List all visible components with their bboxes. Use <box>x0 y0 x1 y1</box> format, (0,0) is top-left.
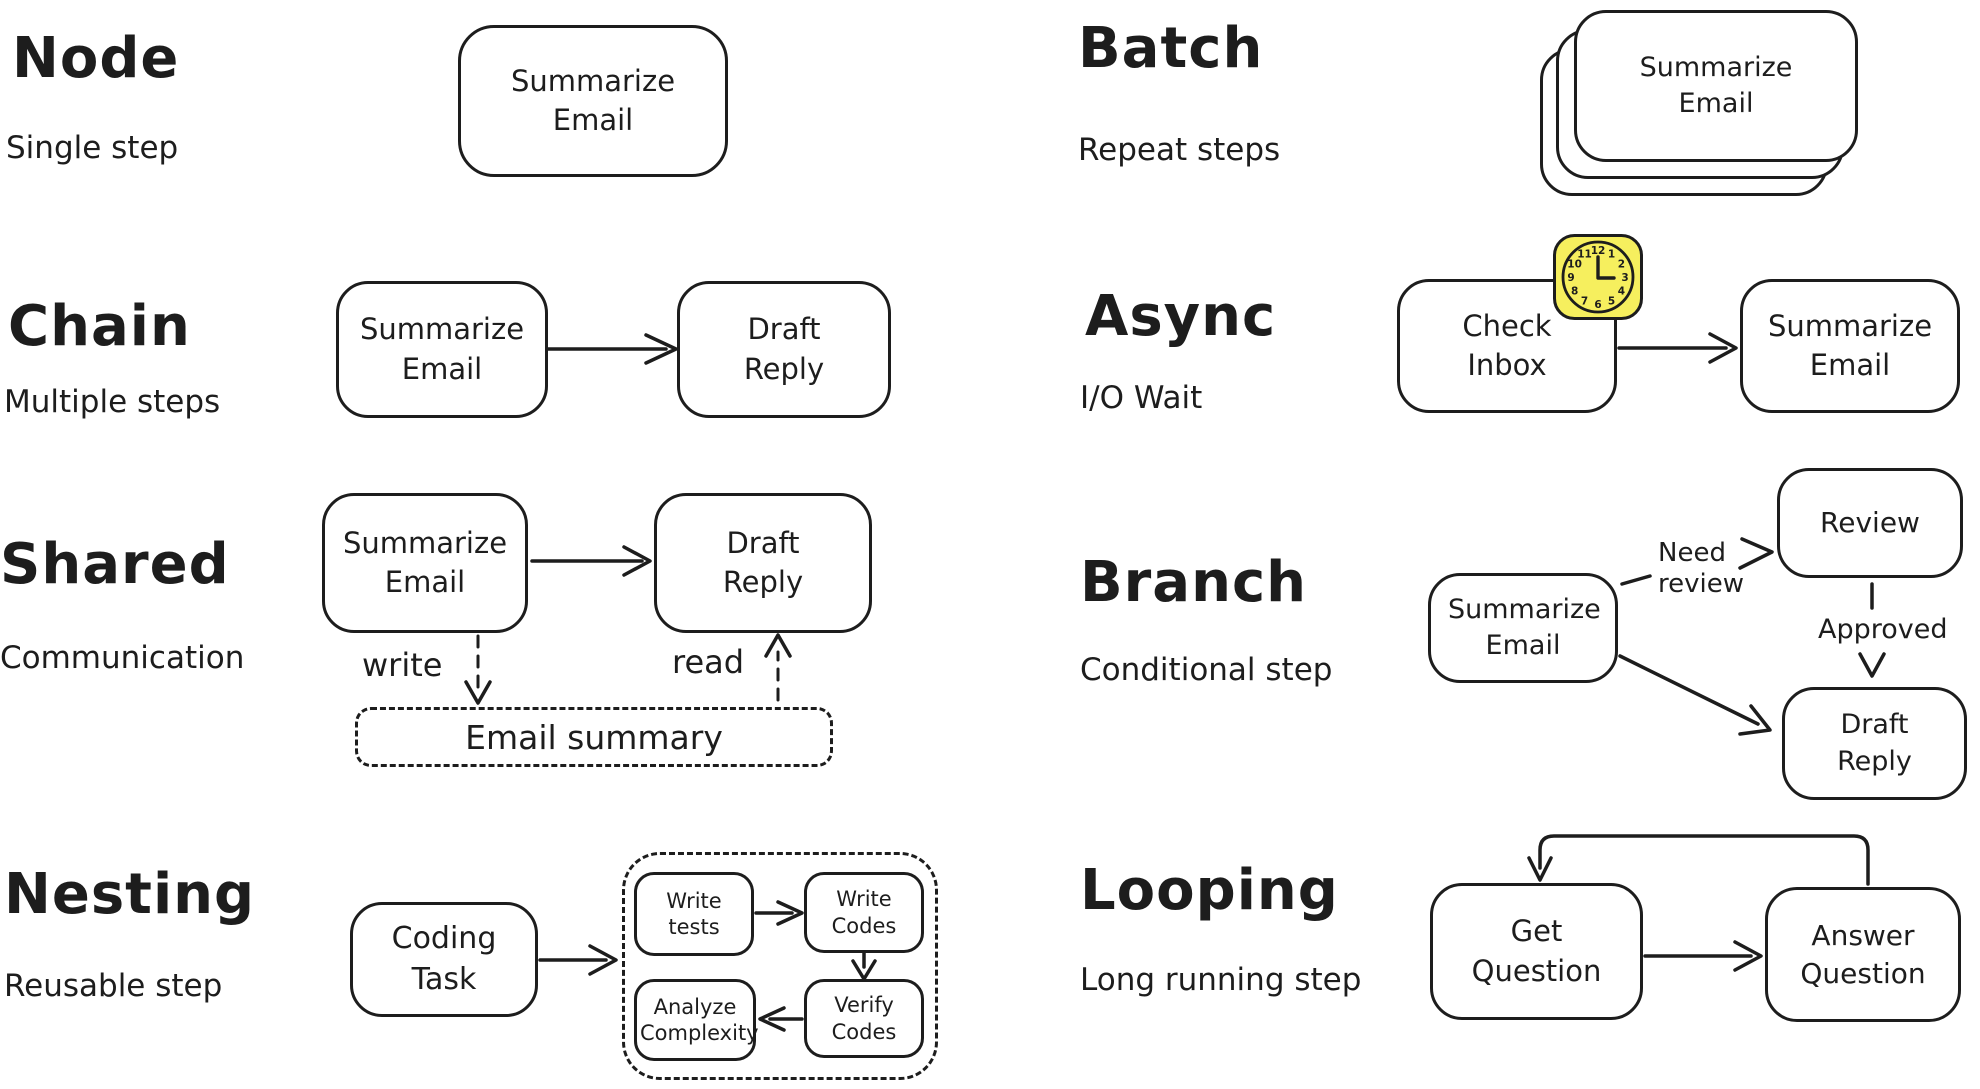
section-title-node: Node <box>12 26 180 91</box>
nesting-box-coding-task: Coding Task <box>350 902 538 1017</box>
branch-draft-label: Draft Reply <box>1837 709 1912 777</box>
branch-need-review-label: Need review <box>1658 538 1744 599</box>
section-title-chain: Chain <box>8 294 191 359</box>
nesting-arrow <box>538 944 618 976</box>
svg-text:8: 8 <box>1571 286 1578 298</box>
section-subtitle-batch: Repeat steps <box>1078 132 1281 168</box>
section-title-looping: Looping <box>1080 858 1339 923</box>
chain-box-draft-reply: Draft Reply <box>677 281 891 418</box>
branch-box1-label: Summarize Email <box>1448 593 1601 661</box>
nesting-box-label: Coding Task <box>391 921 497 997</box>
node-box-summarize-email: Summarize Email <box>458 25 728 177</box>
svg-text:1: 1 <box>1608 249 1615 261</box>
nesting-child3-label: Analyze Complexity <box>640 994 759 1045</box>
section-subtitle-branch: Conditional step <box>1080 652 1333 688</box>
batch-box-label: Summarize Email <box>1639 51 1793 119</box>
chain-box2-label: Draft Reply <box>743 312 825 386</box>
section-title-branch: Branch <box>1080 550 1308 615</box>
nesting-box-write-tests: Write tests <box>634 872 754 956</box>
section-title-shared: Shared <box>0 532 230 597</box>
section-subtitle-shared: Communication <box>0 640 245 676</box>
shared-read-label: read <box>672 643 745 681</box>
svg-text:10: 10 <box>1567 259 1582 271</box>
nesting-box-write-codes: Write Codes <box>804 872 924 953</box>
chain-arrow <box>546 333 678 365</box>
node-box-label: Summarize Email <box>510 63 676 137</box>
shared-store-email-summary: Email summary <box>355 707 833 767</box>
shared-write-arrow <box>464 634 492 705</box>
shared-read-arrow <box>764 633 792 702</box>
shared-box-summarize-email: Summarize Email <box>322 493 528 633</box>
looping-box-get-question: Get Question <box>1430 883 1643 1020</box>
svg-text:2: 2 <box>1618 259 1625 271</box>
svg-text:5: 5 <box>1608 295 1615 307</box>
svg-text:4: 4 <box>1618 286 1625 298</box>
looping-loopback-arrow <box>1527 834 1870 886</box>
branch-box-summarize-email: Summarize Email <box>1428 573 1618 683</box>
section-subtitle-node: Single step <box>6 130 179 166</box>
shared-box2-label: Draft Reply <box>722 525 804 599</box>
looping-box-answer-question: Answer Question <box>1765 887 1961 1022</box>
async-box-summarize-email: Summarize Email <box>1740 279 1960 413</box>
clock-hands <box>1596 255 1616 280</box>
nesting-box-analyze-complexity: Analyze Complexity <box>634 979 759 1061</box>
nesting-box-verify-codes: Verify Codes <box>804 979 924 1058</box>
svg-text:6: 6 <box>1594 299 1601 311</box>
section-subtitle-chain: Multiple steps <box>4 384 221 420</box>
svg-text:9: 9 <box>1567 272 1574 284</box>
clock-icon: 12 1 2 3 4 5 6 7 8 9 10 11 <box>1553 234 1643 320</box>
branch-review-label: Review <box>1820 506 1920 540</box>
branch-box-draft-reply: Draft Reply <box>1782 687 1967 800</box>
batch-card-front-summarize-email: Summarize Email <box>1574 10 1858 162</box>
branch-box-review: Review <box>1777 468 1963 578</box>
nesting-child1-label: Write tests <box>666 888 722 939</box>
shared-write-label: write <box>362 646 443 684</box>
async-box2-label: Summarize Email <box>1767 308 1933 382</box>
nesting-child2-label: Write Codes <box>831 887 897 938</box>
looping-box1-label: Get Question <box>1471 914 1602 988</box>
section-title-async: Async <box>1085 284 1277 349</box>
shared-arrow <box>530 545 652 577</box>
chain-box1-label: Summarize Email <box>359 312 525 386</box>
nesting-dashed-container <box>622 852 938 1080</box>
branch-diagonal-arrow <box>1618 654 1772 736</box>
shared-box1-label: Summarize Email <box>342 525 508 599</box>
clock-numerals: 12 1 2 3 4 5 6 7 8 9 10 11 <box>1567 245 1628 311</box>
svg-text:12: 12 <box>1591 245 1606 257</box>
svg-text:11: 11 <box>1577 249 1592 261</box>
chain-box-summarize-email: Summarize Email <box>336 281 548 418</box>
svg-text:3: 3 <box>1621 272 1628 284</box>
section-subtitle-nesting: Reusable step <box>4 968 223 1004</box>
svg-text:7: 7 <box>1581 295 1588 307</box>
looping-arrow <box>1643 940 1763 972</box>
looping-box2-label: Answer Question <box>1800 918 1926 990</box>
section-title-nesting: Nesting <box>4 862 256 927</box>
branch-approved-label: Approved <box>1818 614 1948 645</box>
shared-box-draft-reply: Draft Reply <box>654 493 872 633</box>
section-subtitle-looping: Long running step <box>1080 962 1362 998</box>
nesting-child4-label: Verify Codes <box>831 993 897 1044</box>
section-subtitle-async: I/O Wait <box>1080 380 1203 416</box>
async-box1-label: Check Inbox <box>1462 308 1552 382</box>
section-title-batch: Batch <box>1078 16 1264 81</box>
shared-store-label: Email summary <box>465 717 723 757</box>
async-arrow <box>1617 332 1738 364</box>
